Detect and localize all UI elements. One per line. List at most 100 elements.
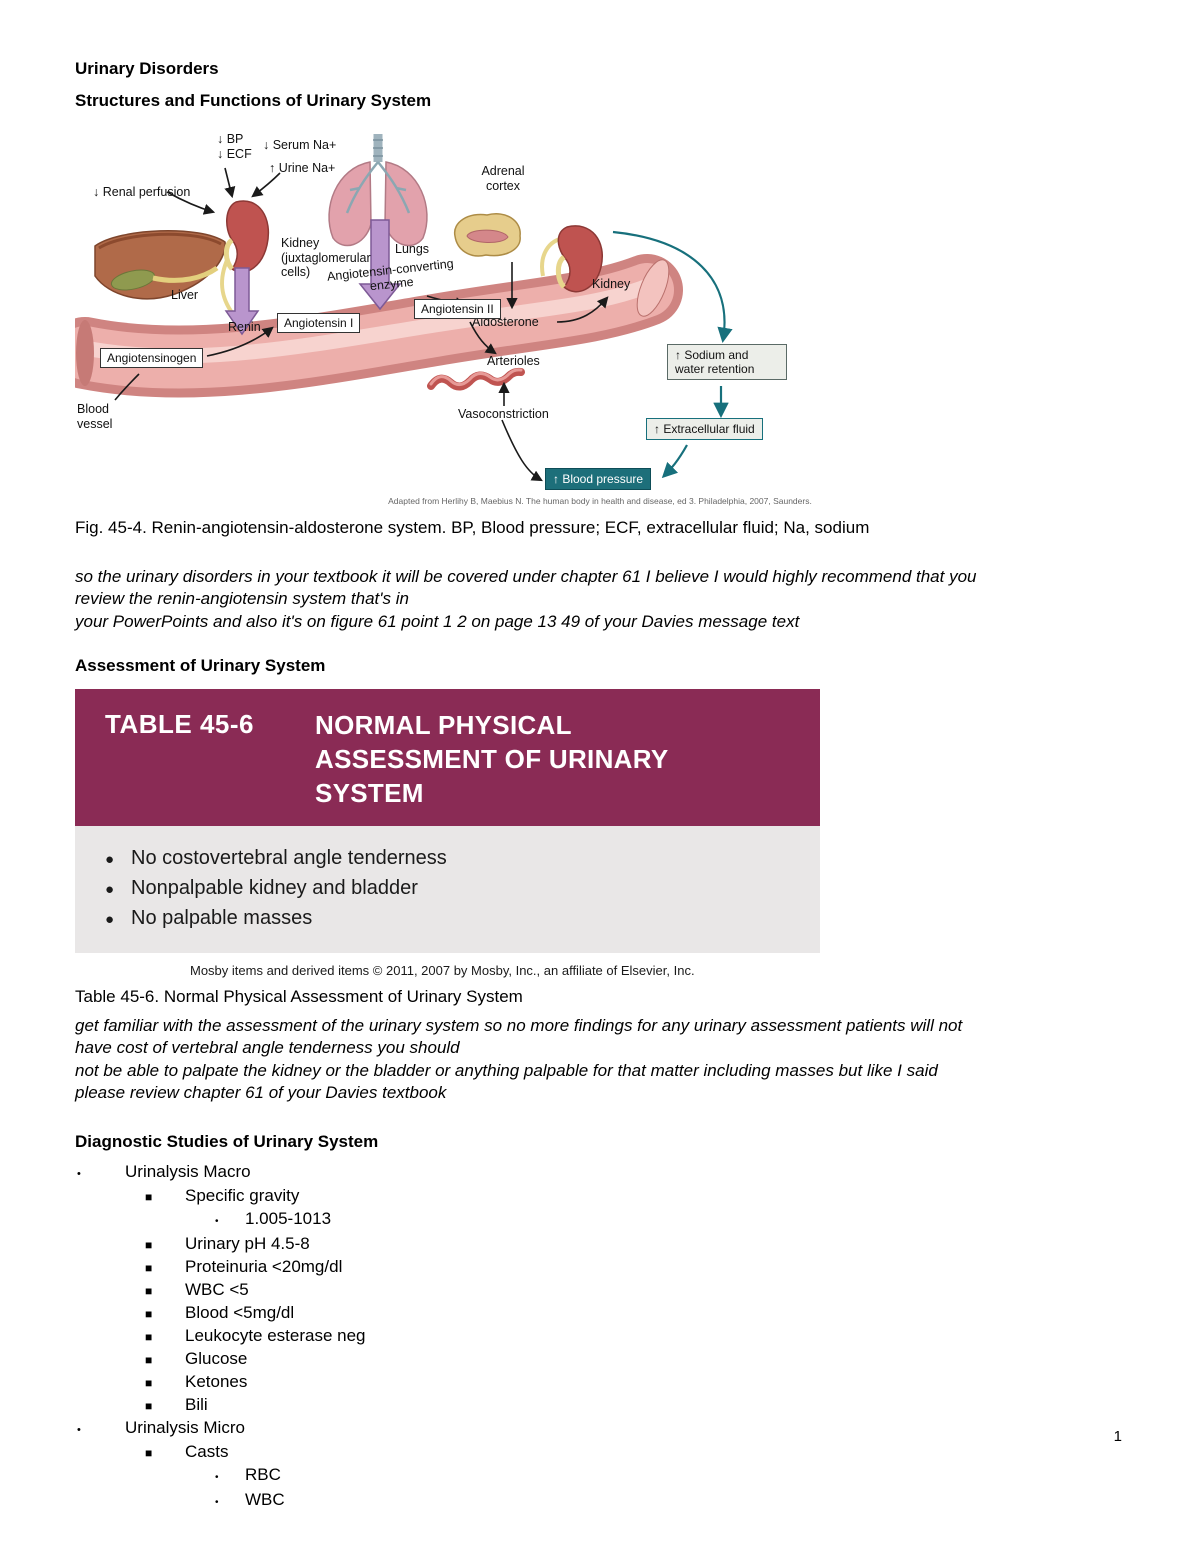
page-number: 1 bbox=[1113, 1428, 1122, 1445]
label-adrenal-cortex: Adrenal cortex bbox=[481, 164, 525, 193]
lungs-shape bbox=[328, 134, 428, 247]
list-item-text: Blood <5mg/dl bbox=[185, 1302, 295, 1322]
table-item-text: No costovertebral angle tenderness bbox=[131, 847, 447, 870]
bullet-icon: ■ bbox=[145, 1306, 153, 1321]
liver-shape bbox=[94, 230, 226, 300]
list-item: ■ Leukocyte esterase neg bbox=[75, 1325, 1125, 1348]
vasoconstriction-squiggle bbox=[427, 368, 525, 391]
label-kidney-right: Kidney bbox=[592, 277, 631, 292]
box-blood-pressure: ↑ Blood pressure bbox=[545, 468, 652, 491]
list-item: ■ Specific gravity bbox=[75, 1185, 1125, 1208]
adrenal-gland-shape bbox=[454, 213, 521, 257]
list-item-text: Urinary pH 4.5-8 bbox=[185, 1233, 310, 1253]
assessment-table: TABLE 45-6 NORMAL PHYSICAL ASSESSMENT OF… bbox=[75, 689, 820, 954]
box-angiotensin-ii: Angiotensin II bbox=[414, 299, 501, 320]
label-arterioles: Arterioles bbox=[487, 354, 540, 369]
table-item: ● No costovertebral angle tenderness bbox=[105, 847, 820, 870]
list-item: • Urinalysis Micro bbox=[75, 1417, 1125, 1441]
list-item: ■ Blood <5mg/dl bbox=[75, 1302, 1125, 1325]
bullet-icon: ■ bbox=[145, 1283, 153, 1298]
table-title: NORMAL PHYSICAL ASSESSMENT OF URINARY SY… bbox=[315, 710, 669, 808]
label-renal-perfusion: ↓ Renal perfusion bbox=[93, 185, 191, 200]
box-angiotensin-i: Angiotensin I bbox=[277, 313, 361, 334]
bullet-icon: ● bbox=[105, 851, 115, 869]
list-item-text: Glucose bbox=[185, 1348, 248, 1368]
list-item-text: Urinalysis Macro bbox=[125, 1161, 251, 1181]
section-heading-diagnostics: Diagnostic Studies of Urinary System bbox=[75, 1131, 379, 1151]
table-item-text: No palpable masses bbox=[131, 907, 313, 930]
list-item-text: 1.005-1013 bbox=[245, 1208, 332, 1228]
list-item-text: WBC bbox=[245, 1489, 285, 1509]
assessment-table-body: ● No costovertebral angle tenderness ● N… bbox=[75, 826, 820, 954]
label-lungs: Lungs bbox=[395, 242, 430, 257]
list-item: ■ Proteinuria <20mg/dl bbox=[75, 1256, 1125, 1279]
list-item-text: WBC <5 bbox=[185, 1279, 249, 1299]
bullet-icon: • bbox=[215, 1496, 219, 1508]
flow-arrows-teal bbox=[612, 231, 733, 479]
bullet-icon: ■ bbox=[145, 1189, 153, 1204]
diagnostics-list: • Urinalysis Macro ■ Specific gravity • 1.0… bbox=[75, 1161, 1125, 1514]
list-item-text: Specific gravity bbox=[185, 1185, 300, 1205]
bullet-icon: ■ bbox=[145, 1398, 153, 1413]
list-item-text: Ketones bbox=[185, 1371, 248, 1391]
label-renin: Renin bbox=[228, 320, 261, 335]
bullet-icon: • bbox=[215, 1215, 219, 1227]
list-item: ■ Urinary pH 4.5-8 bbox=[75, 1233, 1125, 1256]
bullet-icon: ● bbox=[105, 881, 115, 899]
label-liver: Liver bbox=[171, 288, 199, 303]
page-title: Urinary Disorders bbox=[75, 59, 219, 78]
list-item-text: Urinalysis Micro bbox=[125, 1417, 245, 1437]
bullet-icon: ■ bbox=[145, 1260, 153, 1275]
box-extracellular-fluid: ↑ Extracellular fluid bbox=[646, 418, 763, 441]
bullet-icon: • bbox=[77, 1423, 81, 1436]
table-item: ● No palpable masses bbox=[105, 907, 820, 930]
table-caption: Table 45-6. Normal Physical Assessment o… bbox=[75, 987, 523, 1007]
box-angiotensinogen: Angiotensinogen bbox=[100, 348, 204, 369]
figure-caption: Fig. 45-4. Renin-angiotensin-aldosterone… bbox=[75, 518, 870, 538]
bullet-icon: ■ bbox=[145, 1352, 153, 1367]
label-kidney-left: Kidney (juxtaglomerular cells) bbox=[281, 236, 371, 279]
list-item-text: Proteinuria <20mg/dl bbox=[185, 1256, 343, 1276]
table-label: TABLE 45-6 bbox=[105, 709, 254, 740]
list-item: ■ WBC <5 bbox=[75, 1279, 1125, 1302]
list-item: ■ Ketones bbox=[75, 1371, 1125, 1394]
kidney-right-shape bbox=[540, 225, 603, 293]
label-serum-na: ↓ Serum Na+ bbox=[263, 138, 337, 153]
list-item-text: RBC bbox=[245, 1464, 281, 1484]
commentary-paragraph-2: get familiar with the assessment of the … bbox=[75, 1015, 963, 1103]
list-item: ■ Bili bbox=[75, 1394, 1125, 1417]
list-item: • RBC bbox=[75, 1464, 1125, 1489]
diagram-credit: Adapted from Herlihy B, Maebius N. The h… bbox=[388, 496, 812, 507]
bullet-icon: ■ bbox=[145, 1237, 153, 1252]
list-item: • 1.005-1013 bbox=[75, 1208, 1125, 1233]
list-item-text: Leukocyte esterase neg bbox=[185, 1325, 366, 1345]
commentary-paragraph-1: so the urinary disorders in your textboo… bbox=[75, 566, 977, 631]
table-item-text: Nonpalpable kidney and bladder bbox=[131, 877, 418, 900]
list-item-text: Casts bbox=[185, 1441, 229, 1461]
section-heading-structures: Structures and Functions of Urinary Syst… bbox=[75, 91, 432, 111]
bullet-icon: ■ bbox=[145, 1329, 153, 1344]
raas-diagram: ↓ BP ↓ ECF ↓ Serum Na+ ↑ Urine Na+ ↓ Ren… bbox=[75, 128, 1125, 513]
bullet-icon: • bbox=[77, 1167, 81, 1180]
list-item: • Urinalysis Macro bbox=[75, 1161, 1125, 1185]
list-item-text: Bili bbox=[185, 1394, 208, 1414]
bullet-icon: ■ bbox=[145, 1445, 153, 1460]
flow-arrows-black bbox=[114, 167, 609, 482]
section-heading-assessment: Assessment of Urinary System bbox=[75, 655, 326, 675]
bullet-icon: ■ bbox=[145, 1375, 153, 1390]
label-bp-ecf: ↓ BP ↓ ECF bbox=[217, 132, 252, 161]
list-item: • WBC bbox=[75, 1489, 1125, 1514]
box-sodium-retention: ↑ Sodium and water retention bbox=[667, 344, 787, 381]
label-vasoconstriction: Vasoconstriction bbox=[458, 407, 549, 422]
bullet-icon: • bbox=[215, 1471, 219, 1483]
purple-arrows bbox=[224, 219, 402, 336]
assessment-table-header: TABLE 45-6 NORMAL PHYSICAL ASSESSMENT OF… bbox=[75, 689, 820, 827]
label-blood-vessel: Blood vessel bbox=[77, 402, 113, 431]
bullet-icon: ● bbox=[105, 911, 115, 929]
label-urine-na: ↑ Urine Na+ bbox=[269, 161, 336, 176]
table-credit: Mosby items and derived items © 2011, 20… bbox=[190, 963, 695, 979]
list-item: ■ Casts bbox=[75, 1441, 1125, 1464]
table-item: ● Nonpalpable kidney and bladder bbox=[105, 877, 820, 900]
kidney-left-shape bbox=[220, 200, 270, 316]
